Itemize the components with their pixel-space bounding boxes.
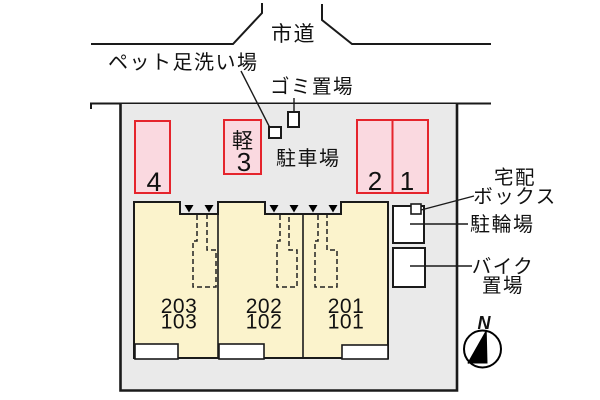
road-edge-upper-right [321,4,491,45]
pet-wash-label: ペット足洗い場 [108,51,259,74]
pet-wash-pointer [240,70,271,129]
entry-corridors-dashed [192,215,338,288]
north-compass: N [463,313,502,369]
building-outline [133,201,389,359]
parking-spot-kei-label: 軽 [232,130,253,153]
bike-parking-label-line2: 置場 [482,275,524,297]
unit-201-lower: 101 [328,311,365,334]
unit-201-upper: 201 [328,295,365,318]
parking-spot-4 [134,120,171,194]
bike-parking-box [392,247,426,288]
delivery-box-label-line1: 宅配 [494,167,536,189]
entry-arrow-icon [269,205,279,213]
unit-labels: 203 103 202 102 201 101 [161,295,365,334]
pet-wash-station-box [268,126,282,139]
delivery-box [410,203,422,215]
parking-spot-4-label: 4 [146,167,161,197]
entry-arrow-icon [204,205,214,213]
parking-spot-1-label: 1 [400,166,414,196]
road-label: 市道 [271,23,316,46]
unit-203-upper: 203 [161,295,198,318]
parking-spot-kei-3 [223,119,262,175]
bicycle-parking-label: 駐輪場 [470,213,535,236]
entrance-arrow-icons [184,205,338,213]
road-edge-lower [90,102,491,109]
north-label: N [478,313,492,333]
entry-corridor-203 [192,215,217,288]
garbage-label: ゴミ置場 [270,76,354,98]
entry-corridor-201 [314,215,338,288]
entry-arrow-icon [328,205,338,213]
porch-203 [134,343,179,360]
porches [134,343,389,360]
parking-spot-2-label: 2 [368,166,382,196]
garbage-station-box [287,111,300,128]
delivery-box-pointer [420,195,475,211]
compass-needle-edge [467,330,488,364]
parking-spot-3-label: 3 [237,147,251,177]
unit-202-lower: 102 [246,311,283,334]
unit-202-upper: 202 [246,295,283,318]
entry-arrow-icon [184,205,194,213]
porch-202 [218,343,265,360]
entry-arrow-icon [289,205,299,213]
unit-dividers [217,214,304,358]
road-edge-upper-left [91,3,263,45]
entry-corridor-202 [276,215,298,288]
delivery-box-label-line2: ボックス [473,186,556,208]
porch-201 [341,344,389,360]
unit-203-lower: 103 [161,311,198,334]
annotation-pointer-lines [240,70,475,267]
parking-spots: 4 軽 3 2 1 [134,119,429,197]
bike-parking-label-line1: バイク [472,256,535,278]
entry-arrow-icon [308,205,318,213]
road-lines [90,3,491,109]
parking-lot-label: 駐車場 [276,147,341,170]
